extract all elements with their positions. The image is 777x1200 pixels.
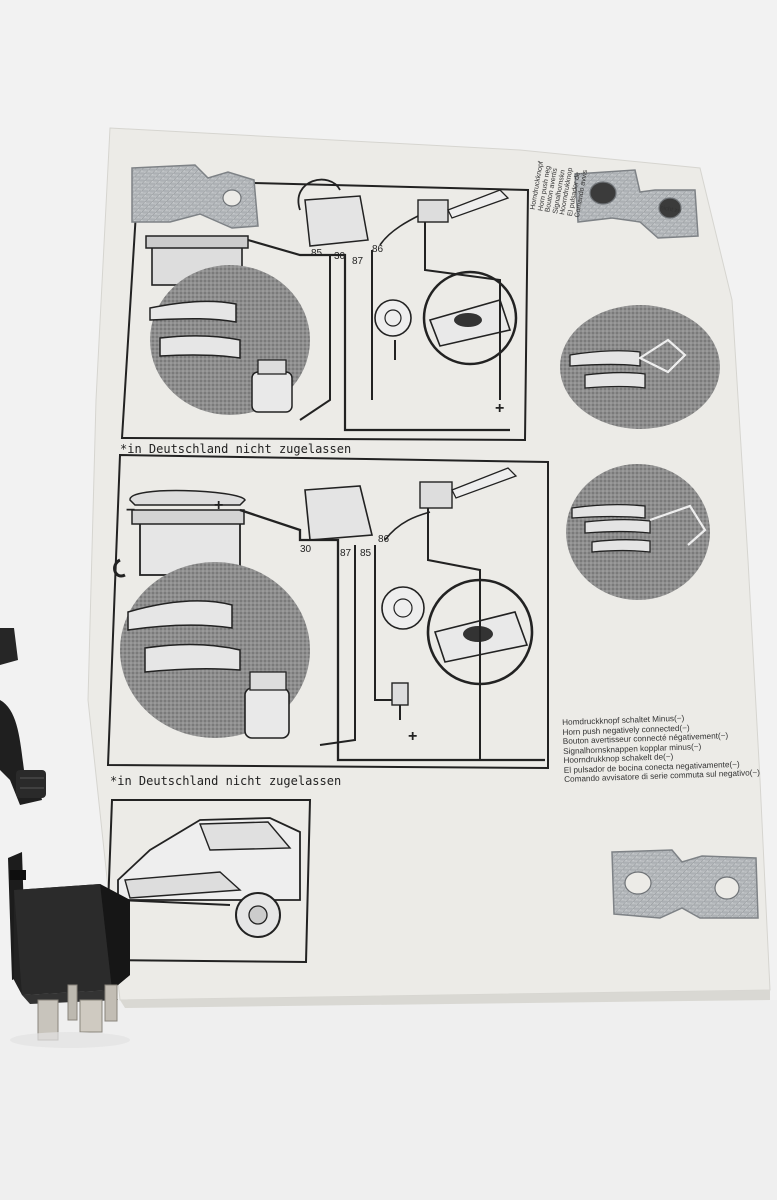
horn-detail-circle-top — [560, 305, 720, 429]
plus-sign-output: + — [408, 728, 418, 745]
instruction-text-block: Homdruckknopf schaltet Minus(−) Horn pus… — [562, 711, 760, 784]
note-middle: *in Deutschland nicht zugelassen — [110, 774, 342, 788]
pin-label-86-top: 86 — [372, 244, 384, 255]
metal-bracket-top-right — [574, 169, 699, 239]
pin-label-85-top: 85 — [311, 248, 323, 259]
pin-label-30-top: 30 — [334, 251, 346, 262]
relay — [8, 852, 130, 1048]
wiring-diagram-top — [120, 178, 530, 442]
pin-label-30-middle: 30 — [300, 544, 312, 555]
plus-sign-top: + — [495, 400, 505, 417]
wiring-diagram-middle — [106, 453, 549, 770]
instruction-text-block-top: Homdruckknopf Horn push neg Bouton avert… — [530, 161, 590, 218]
pin-label-87-middle: 87 — [340, 548, 352, 559]
horn-detail-circle-middle — [566, 464, 710, 600]
metal-bracket-bottom-right — [611, 849, 759, 919]
cable-connector — [0, 628, 46, 805]
metal-bracket-top-left — [131, 164, 259, 229]
pin-label-87-top: 87 — [352, 256, 364, 267]
pin-label-85-middle: 85 — [360, 548, 372, 559]
plus-sign-middle: + — [214, 497, 224, 514]
minus-sign-middle: − — [126, 502, 136, 519]
pin-label-86-middle: 86 — [378, 534, 390, 545]
note-top: *in Deutschland nicht zugelassen — [120, 442, 352, 456]
